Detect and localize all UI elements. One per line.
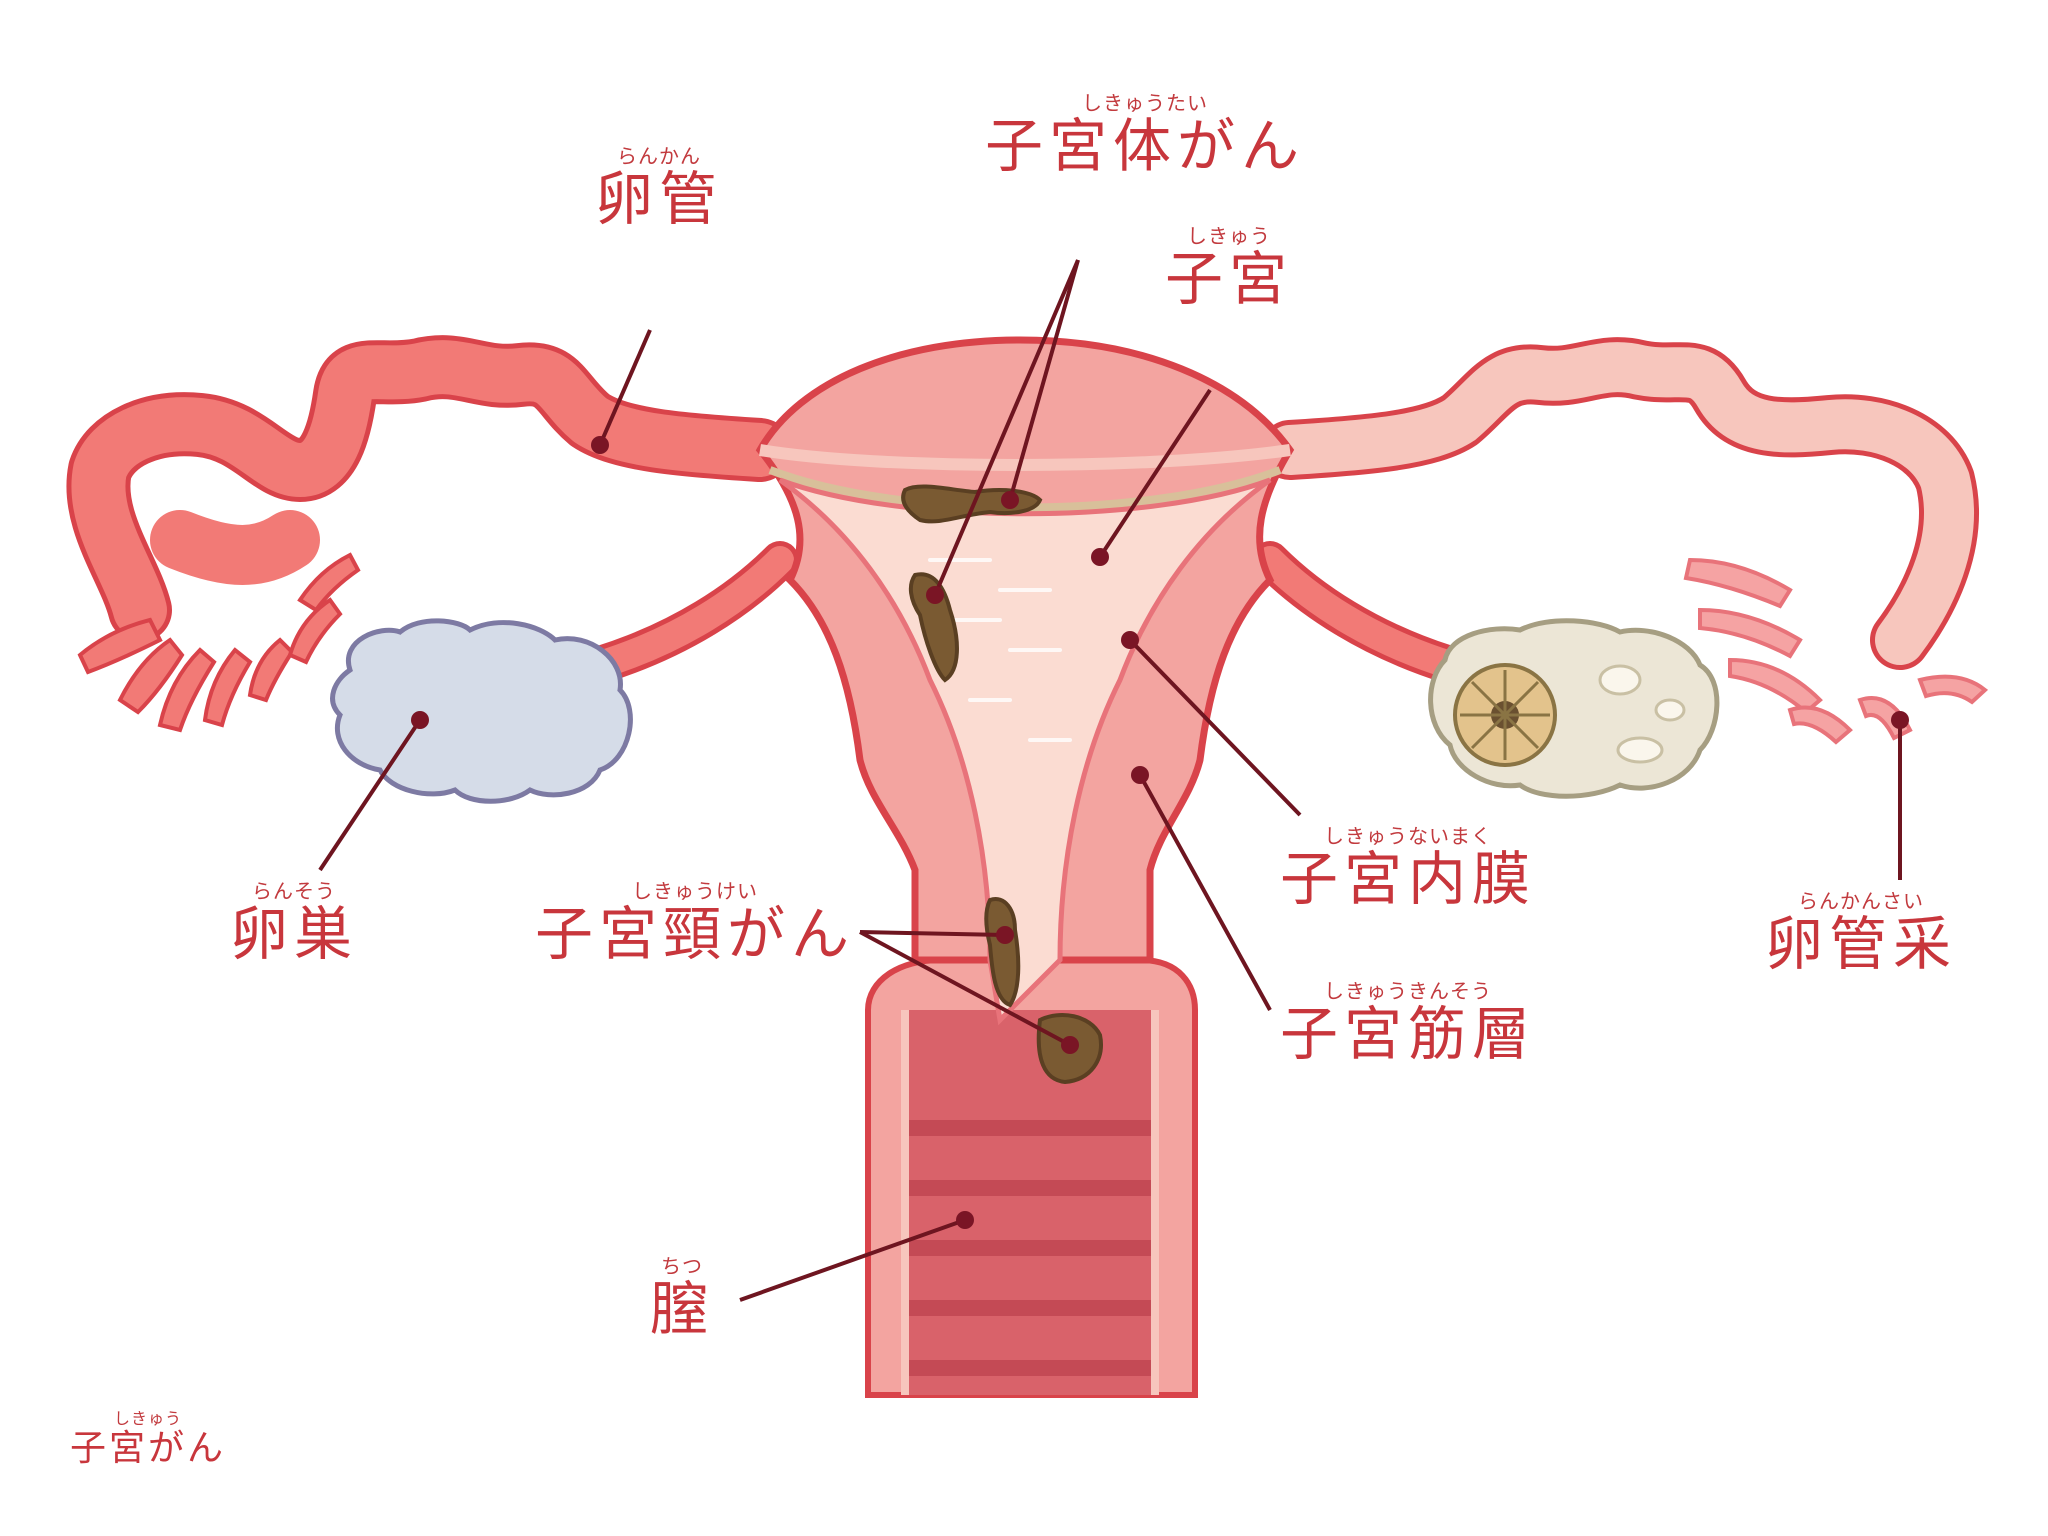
ruby: らんかんさい	[1798, 889, 1924, 913]
label-text: 子宮頸がん	[535, 900, 856, 968]
label-ovary: らんそう 卵巣	[230, 880, 358, 966]
leader-dots	[411, 436, 1909, 1229]
ruby: ちつ	[661, 1254, 703, 1278]
right-fallopian-tube	[1260, 337, 1979, 670]
ruby: しきゅうきんそう	[1324, 979, 1492, 1003]
label-text: 子宮筋層	[1280, 1000, 1537, 1068]
label-endometrium: しきゅうないまく 子宮内膜	[1280, 825, 1536, 911]
left-fallopian-tube	[66, 335, 792, 642]
ruby: らんかん	[617, 144, 701, 168]
label-text: 子宮体がん	[985, 112, 1306, 180]
label-fallopian-tube: らんかん 卵管	[595, 145, 723, 231]
ruby: しきゅう	[1187, 224, 1271, 248]
caption: しきゅう 子宮がん	[70, 1410, 226, 1470]
label-text: 子宮内膜	[1280, 845, 1537, 913]
label-text: 子宮	[1165, 245, 1294, 313]
ruby: しきゅうけい	[632, 879, 758, 903]
ruby: しきゅうないまく	[1324, 824, 1492, 848]
ruby: しきゅう	[114, 1409, 183, 1428]
label-text: 卵巣	[230, 900, 359, 968]
label-text: 卵管采	[1765, 910, 1958, 978]
label-text: 卵管	[595, 165, 724, 233]
left-ovary	[330, 618, 633, 804]
endometrium	[778, 477, 1272, 1026]
ruby: らんそう	[252, 879, 336, 903]
label-myometrium: しきゅうきんそう 子宮筋層	[1280, 980, 1536, 1066]
label-text: 子宮がん	[70, 1428, 227, 1469]
ruby: しきゅうたい	[1082, 91, 1208, 115]
label-corpus-cancer: しきゅうたい 子宮体がん	[985, 92, 1305, 178]
label-vagina: ちつ 膣	[650, 1255, 714, 1341]
label-uterus: しきゅう 子宮	[1165, 225, 1293, 311]
label-fimbriae: らんかんさい 卵管采	[1765, 890, 1957, 976]
left-fimbriae	[77, 552, 361, 733]
leader-lines	[318, 259, 1902, 1302]
label-cervical-cancer: しきゅうけい 子宮頸がん	[535, 880, 855, 966]
label-text: 膣	[650, 1275, 715, 1343]
